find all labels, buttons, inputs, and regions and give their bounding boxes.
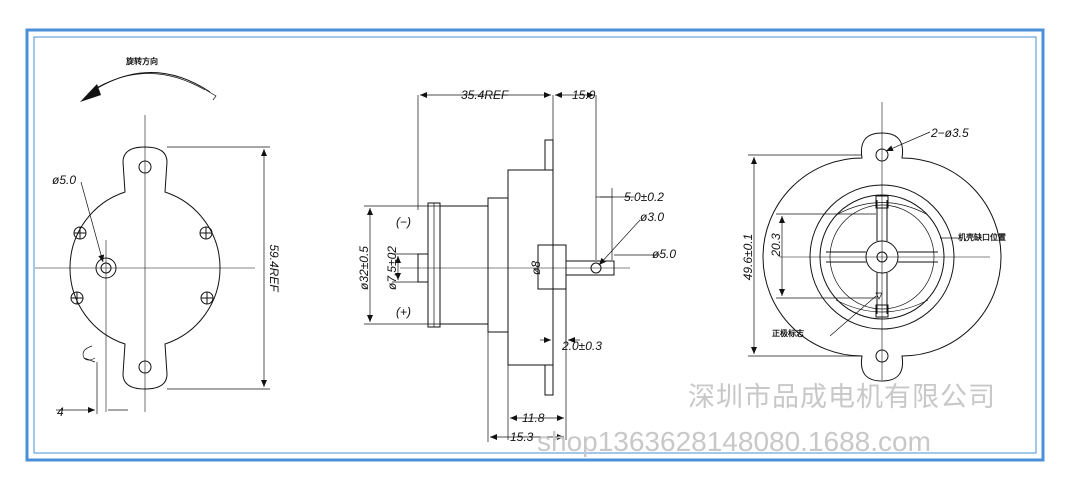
front-hole-dim: ø5.0 — [52, 173, 76, 187]
pos-mark-leader — [829, 295, 877, 337]
rear-inner-circle-2 — [829, 204, 935, 310]
side-len1-dim: 11.8 — [522, 411, 545, 425]
front-height-dim: 59.4REF — [267, 244, 281, 292]
pos-terminal-label: (+) — [396, 305, 411, 319]
rear-top-terminal — [875, 195, 889, 209]
rear-top-hole — [875, 148, 889, 162]
rear-body-circle — [809, 184, 955, 330]
side-view: 35.4REF 15.0 5.0±0.2 ø3.0 ø5.0 ø32±0.5 — [357, 88, 676, 444]
rear-view: 2−ø3.5 49.6±0.1 20.3 机壳缺口位置 正极标志 — [741, 102, 1006, 382]
side-shaft-dia-dim: ø5.0 — [652, 247, 676, 261]
rotation-arrow-icon — [80, 84, 101, 102]
top-mount-hole — [138, 160, 152, 174]
side-boss-dia-dim: ø7.5±02 — [385, 246, 399, 290]
rear-hub-outer — [865, 240, 899, 274]
screw-bottom-right — [200, 291, 214, 305]
rear-bottom-hole — [875, 349, 889, 363]
rear-hub-inner — [876, 251, 888, 263]
screw-top-left — [73, 226, 87, 240]
bottom-mount-hole — [138, 360, 152, 374]
side-collar-dim: ø8 — [529, 261, 543, 275]
watermark-url: shop1363628148080.1688.com — [537, 426, 931, 457]
rear-vertical-ribs — [876, 200, 888, 314]
side-body-dia-dim: ø32±0.5 — [357, 246, 371, 290]
rear-notch-label: 机壳缺口位置 — [958, 232, 1006, 242]
direction-symbol-line — [83, 357, 96, 363]
rotation-tail — [205, 89, 217, 101]
rotation-arc — [87, 72, 211, 95]
front-view: 旋转方向 ø5.0 59.4REF — [35, 56, 281, 419]
rear-arc-top — [835, 202, 929, 216]
motor-can-step — [487, 197, 509, 333]
screw-top-right — [199, 226, 213, 240]
rear-arc-bottom — [835, 299, 929, 313]
rear-inner-dim: 20.3 — [769, 233, 783, 258]
rear-height-dim: 49.6±0.1 — [741, 234, 755, 281]
rotation-arc-inner — [95, 73, 206, 91]
direction-symbol-icon — [82, 345, 96, 361]
side-len2-dim: 15.3 — [510, 430, 534, 444]
positive-mark-icon — [875, 292, 883, 300]
rotation-label: 旋转方向 — [125, 56, 158, 66]
rear-pos-mark-label: 正极标志 — [772, 328, 804, 338]
flange-bottom-tab — [544, 364, 554, 396]
inner-frame — [33, 36, 1037, 454]
front-hole-leader — [80, 181, 105, 263]
screw-bottom-left — [70, 291, 84, 305]
motor-can — [439, 205, 489, 325]
side-shaft-len-dim: 15.0 — [572, 88, 596, 102]
watermark-company: 深圳市品成电机有限公司 — [688, 382, 996, 412]
front-offset-dim: 4 — [57, 405, 64, 419]
side-hole-leader — [598, 219, 641, 266]
rear-holes-leader — [885, 131, 931, 152]
rear-bottom-terminal — [875, 304, 889, 318]
rear-horizontal-ribs — [826, 251, 938, 263]
side-length-dim: 35.4REF — [461, 88, 509, 102]
side-hole-dim: ø3.0 — [640, 210, 664, 224]
outer-frame — [25, 28, 1045, 462]
front-body-outline — [69, 146, 221, 390]
rear-inner-circle — [819, 194, 945, 320]
side-collar-gap-dim: 2.0±0.3 — [561, 339, 602, 353]
flange-top-tab — [544, 139, 554, 171]
rear-holes-dim: 2−ø3.5 — [930, 126, 969, 140]
side-shaft-pos-dim: 5.0±0.2 — [624, 190, 664, 204]
rear-flange-outline — [762, 132, 1002, 382]
neg-terminal-label: (−) — [396, 215, 411, 229]
